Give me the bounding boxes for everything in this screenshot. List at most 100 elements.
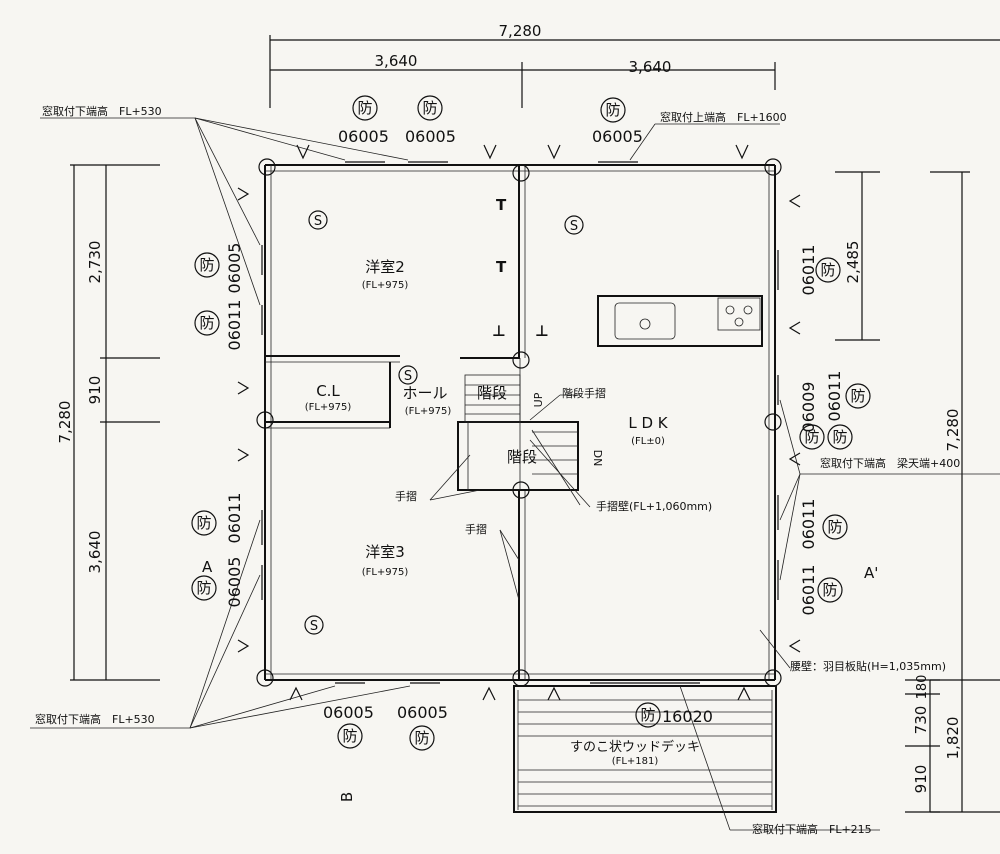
svg-text:防: 防	[199, 314, 214, 332]
window-code-right1: 06011	[799, 245, 818, 296]
dim-left-mid: 910	[86, 376, 104, 405]
svg-text:防: 防	[196, 579, 211, 597]
room-ldk-name: L D K	[628, 414, 668, 432]
fire-marker-left4: 防	[191, 575, 217, 601]
dim-right-upper: 2,485	[844, 241, 862, 284]
t-marks: T T ⊥ ⊥	[492, 196, 549, 340]
left-dimension-lines	[70, 164, 160, 681]
room-hall-name: ホール	[402, 384, 447, 402]
note-handrail-1: 手摺	[395, 489, 417, 503]
top-dimension-lines	[269, 35, 1000, 108]
note-handrail-2: 手摺	[465, 522, 487, 536]
fire-marker-right1: 防	[815, 257, 841, 283]
room-stair-lower: 階段	[507, 448, 537, 466]
fire-marker-left1: 防	[194, 252, 220, 278]
dim-left-total: 7,280	[56, 401, 74, 444]
window-code-top3: 06005	[592, 127, 643, 146]
window-code-left3: 06011	[225, 493, 244, 544]
window-code-left4: 06005	[225, 557, 244, 608]
fire-marker-top2: 防	[417, 95, 443, 121]
svg-text:防: 防	[820, 261, 835, 279]
svg-text:防: 防	[850, 387, 865, 405]
svg-text:防: 防	[199, 256, 214, 274]
fire-marker-right5: 防	[822, 514, 848, 540]
note-window-high-top: 窓取付上端高 FL+1600	[660, 110, 787, 124]
window-code-left2: 06011	[225, 300, 244, 351]
window-code-bottom3: 16020	[662, 707, 713, 726]
section-marker-a-prime: A'	[864, 564, 878, 582]
svg-text:T: T	[496, 196, 507, 214]
window-ticks	[261, 161, 779, 684]
dim-deck-a: 730	[912, 706, 930, 735]
sensor-markers: S S S S	[304, 210, 584, 635]
leader-lines	[30, 117, 1000, 831]
svg-text:防: 防	[422, 99, 437, 117]
window-code-top2: 06005	[405, 127, 456, 146]
dim-top-total: 7,280	[499, 22, 542, 40]
stair-up-label: UP	[532, 392, 545, 407]
section-marker-b: B	[338, 792, 356, 802]
sensor-marker-western2: S	[308, 210, 328, 230]
window-code-left1: 06005	[225, 243, 244, 294]
fire-marker-right6: 防	[817, 577, 843, 603]
dim-top-right: 3,640	[629, 58, 672, 76]
svg-text:防: 防	[357, 99, 372, 117]
sensor-marker-ldk: S	[564, 215, 584, 235]
window-code-right4: 06011	[799, 499, 818, 550]
dim-left-bottom: 3,640	[86, 531, 104, 574]
svg-text:防: 防	[342, 727, 357, 745]
window-code-top1: 06005	[338, 127, 389, 146]
fire-marker-bottom3: 防	[635, 702, 661, 728]
room-hall-level: (FL+975)	[405, 406, 452, 417]
dim-deck-b: 180	[915, 675, 930, 700]
fire-marker-right4: 防	[827, 424, 853, 450]
sensor-marker-western3: S	[304, 615, 324, 635]
fire-markers: 防 防 防 防 防 防 防 防 防 防 防 防 防 防 防 防	[191, 95, 871, 751]
fire-marker-top1: 防	[352, 95, 378, 121]
note-stair-handrail: 階段手摺	[562, 386, 606, 400]
note-waist-wall: 腰壁：羽目板貼(H=1,035mm)	[790, 659, 946, 673]
fire-marker-top3: 防	[600, 97, 626, 123]
building-walls	[264, 164, 776, 681]
svg-text:防: 防	[414, 729, 429, 747]
svg-text:防: 防	[196, 514, 211, 532]
fire-marker-right2: 防	[845, 383, 871, 409]
window-code-right2: 06009	[799, 382, 818, 433]
room-closet-level: (FL+975)	[305, 402, 352, 413]
fire-marker-bottom2: 防	[409, 725, 435, 751]
note-window-low-bottom-right: 窓取付下端高 FL+215	[752, 822, 872, 836]
svg-text:防: 防	[822, 581, 837, 599]
right-dimension-lines	[835, 171, 1000, 813]
dim-right-deck: 1,820	[944, 717, 962, 760]
svg-text:防: 防	[832, 428, 847, 446]
dim-right-total: 7,280	[944, 409, 962, 452]
section-marker-a: A	[202, 558, 213, 576]
svg-text:S: S	[570, 219, 578, 234]
window-code-bottom2: 06005	[397, 703, 448, 722]
note-window-low-bottom-left: 窓取付下端高 FL+530	[35, 712, 155, 726]
room-closet-name: C.L	[316, 382, 340, 400]
room-western3-level: (FL+975)	[362, 567, 409, 578]
stair-dn-label: DN	[591, 450, 604, 467]
svg-text:防: 防	[804, 428, 819, 446]
window-code-bottom1: 06005	[323, 703, 374, 722]
room-deck-name: すのこ状ウッドデッキ	[570, 739, 700, 755]
room-deck-level: (FL+181)	[612, 756, 659, 767]
fire-marker-right3: 防	[799, 424, 825, 450]
window-code-right3: 06011	[825, 371, 844, 422]
room-stair-upper: 階段	[477, 384, 507, 402]
svg-text:防: 防	[640, 706, 655, 724]
fire-marker-left3: 防	[191, 510, 217, 536]
fire-marker-bottom1: 防	[337, 723, 363, 749]
wood-deck	[513, 685, 777, 813]
room-western3-name: 洋室3	[365, 543, 405, 561]
structural-columns	[256, 158, 782, 687]
svg-text:S: S	[314, 214, 322, 229]
svg-text:防: 防	[827, 518, 842, 536]
svg-text:⊥: ⊥	[492, 322, 506, 340]
svg-text:⊥: ⊥	[535, 322, 549, 340]
room-ldk-level: (FL±0)	[631, 436, 665, 447]
kitchen-counter	[597, 295, 763, 347]
dim-deck-c: 910	[912, 765, 930, 794]
